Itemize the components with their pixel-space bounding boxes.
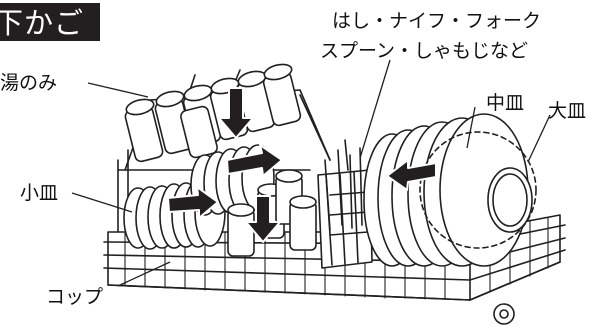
basket-wheel	[493, 303, 515, 325]
cutlery-basket	[317, 139, 373, 269]
label-medium-plate: 中皿	[486, 92, 525, 114]
arrow-down-icon	[245, 195, 281, 243]
label-teacups: 湯のみ	[0, 72, 58, 94]
label-large-plate: 大皿	[548, 100, 587, 122]
motion-arrows	[167, 87, 437, 243]
label-small-plate: 小皿	[20, 182, 59, 204]
plate-guide-circle	[419, 131, 537, 249]
leader-lines	[71, 59, 551, 287]
label-utensils-line1: はし・ナイフ・フォーク	[332, 10, 542, 32]
label-cup: コップ	[46, 286, 104, 308]
label-utensils-line2: スプーン・しゃもじなど	[320, 40, 529, 62]
arrow-down-icon	[218, 87, 254, 139]
page-title: 下かご	[0, 6, 85, 40]
arrow-right-icon	[167, 186, 219, 219]
arrow-left-icon	[386, 159, 437, 191]
teacups	[124, 63, 302, 163]
arrow-right-icon	[226, 144, 283, 177]
large-plates	[363, 113, 533, 267]
title-banner: 下かご	[0, 3, 100, 41]
